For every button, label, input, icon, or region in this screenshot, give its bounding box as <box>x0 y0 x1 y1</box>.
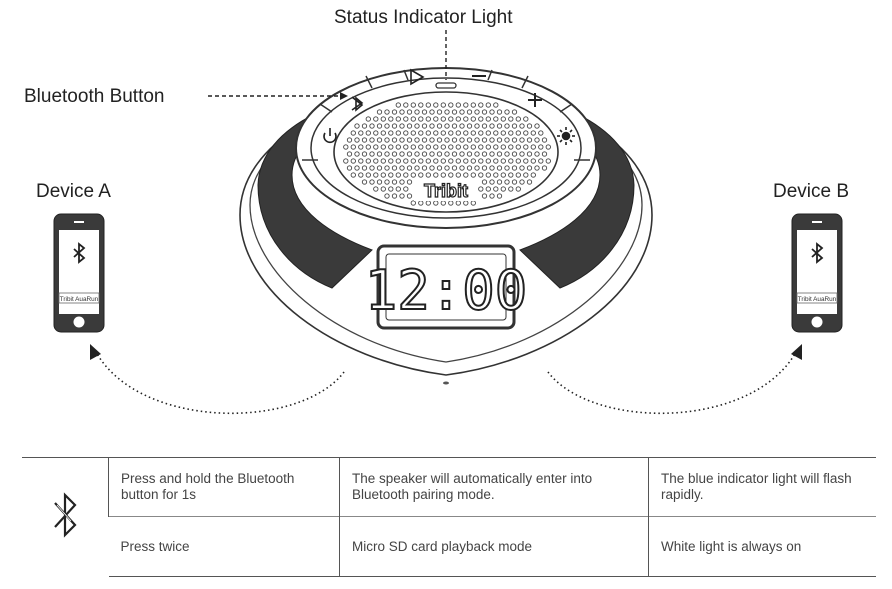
table-icon-cell <box>22 457 109 577</box>
bluetooth-icon <box>73 242 86 264</box>
bluetooth-icon <box>54 492 77 538</box>
table-row: Press and hold the Bluetooth button for … <box>22 457 876 577</box>
table-row: Press twice Micro SD card playback mode … <box>22 516 876 577</box>
device-b-label: Device B <box>773 181 850 202</box>
clock-time: 12:00 <box>365 259 528 322</box>
bluetooth-icon[interactable] <box>351 96 364 112</box>
device-a-phone: Tribit AuaRun <box>53 213 105 333</box>
speaker-diagram: Tribit 12:00 Tribit AuaRun Tribit AuaRun <box>53 30 843 415</box>
table-cell-indicator: White light is always on <box>648 516 876 577</box>
connection-arrow-b <box>547 351 797 415</box>
table-cell-indicator: The blue indicator light will flash rapi… <box>648 457 876 517</box>
connection-arrow-a <box>95 351 345 415</box>
bluetooth-button-label: Bluetooth Button <box>24 86 165 107</box>
status-indicator-label: Status Indicator Light <box>334 7 513 28</box>
table-cell-result: The speaker will automatically enter int… <box>339 457 649 517</box>
device-a-label: Device A <box>36 181 111 202</box>
play-icon[interactable] <box>410 68 425 86</box>
status-indicator-light <box>435 82 457 89</box>
table-cell-action: Press twice <box>108 516 340 577</box>
plus-icon[interactable] <box>528 93 542 107</box>
bluetooth-function-table: Press and hold the Bluetooth button for … <box>22 457 876 577</box>
brightness-icon[interactable] <box>557 127 575 145</box>
bluetooth-icon <box>811 242 824 264</box>
brand-logo: Tribit <box>424 181 468 201</box>
table-cell-action: Press and hold the Bluetooth button for … <box>108 457 340 517</box>
device-b-screen-text: Tribit AuaRun <box>798 296 837 303</box>
power-icon[interactable] <box>323 128 337 144</box>
table-cell-result: Micro SD card playback mode <box>339 516 649 577</box>
device-b-phone: Tribit AuaRun <box>791 213 843 333</box>
device-a-screen-text: Tribit AuaRun <box>60 296 99 303</box>
